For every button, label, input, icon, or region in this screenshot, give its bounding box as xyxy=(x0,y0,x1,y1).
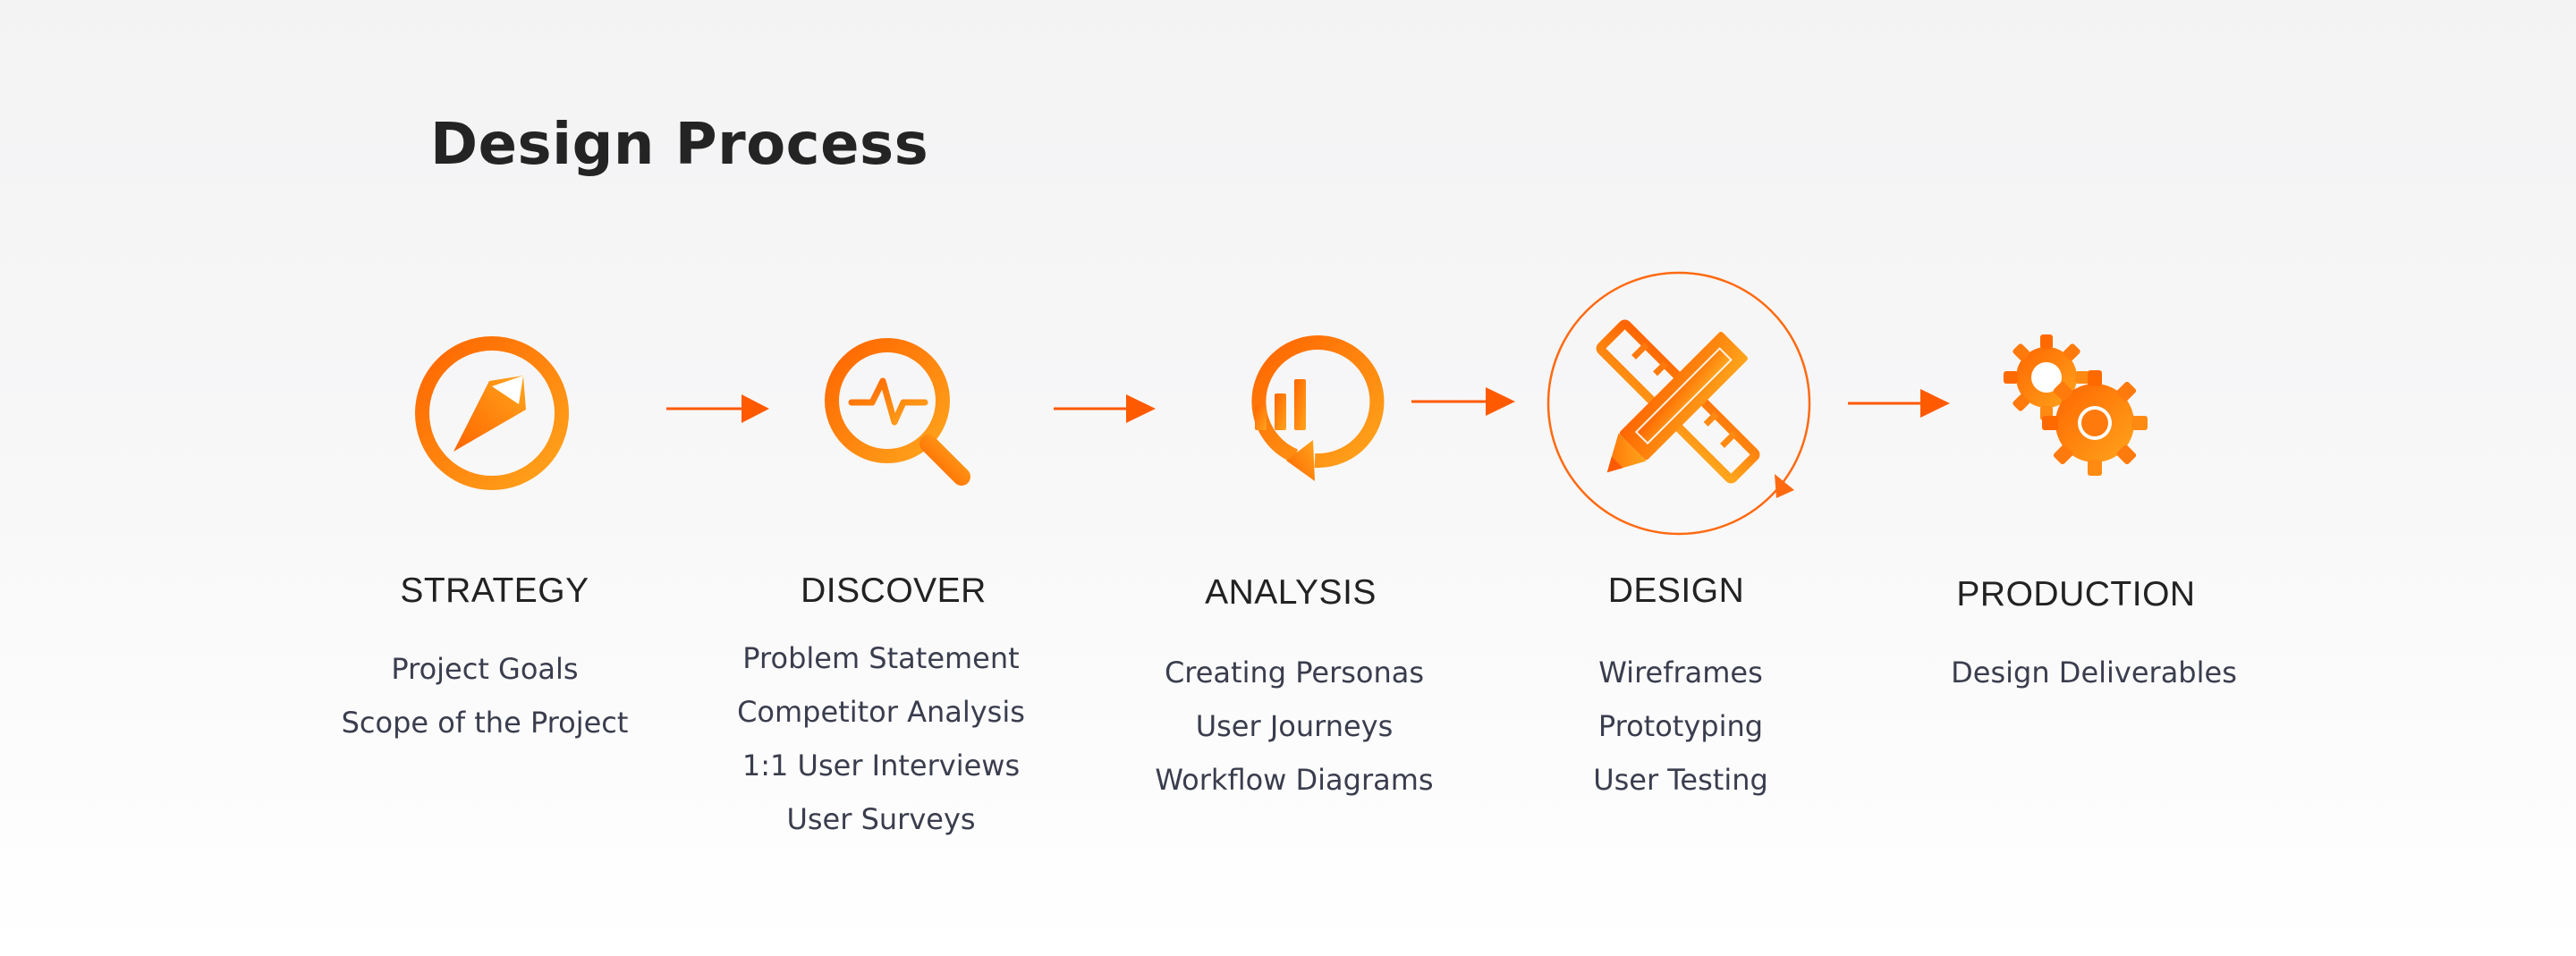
stage-items-analysis: Creating Personas User Journeys Workflow… xyxy=(1062,646,1527,807)
stage-heading-production: PRODUCTION xyxy=(1956,575,2196,613)
flow-arrow xyxy=(1411,387,1515,416)
stage-items-strategy: Project Goals Scope of the Project xyxy=(252,642,717,749)
list-item: Creating Personas xyxy=(1164,656,1425,690)
list-item: Competitor Analysis xyxy=(737,695,1025,729)
list-item: Scope of the Project xyxy=(341,706,629,740)
page-title: Design Process xyxy=(430,112,929,178)
list-item: Project Goals xyxy=(391,652,579,686)
gears-icon xyxy=(2004,334,2148,476)
list-item: Workflow Diagrams xyxy=(1155,763,1434,797)
flow-arrow xyxy=(1848,389,1950,418)
stage-heading-discover: DISCOVER xyxy=(801,571,987,610)
list-item: Prototyping xyxy=(1597,709,1764,743)
chart-refresh-icon xyxy=(1251,335,1385,481)
list-item: Design Deliverables xyxy=(1951,656,2237,690)
list-item: User Journeys xyxy=(1195,709,1394,743)
list-item: User Testing xyxy=(1593,763,1768,797)
stage-items-discover: Problem Statement Competitor Analysis 1:… xyxy=(648,631,1114,846)
stage-heading-analysis: ANALYSIS xyxy=(1205,573,1377,612)
list-item: User Surveys xyxy=(786,802,976,836)
stage-items-design: Wireframes Prototyping User Testing xyxy=(1448,646,1913,807)
flow-arrow xyxy=(666,394,769,423)
stage-heading-strategy: STRATEGY xyxy=(400,571,589,610)
stage-items-production: Design Deliverables xyxy=(1861,646,2326,699)
list-item: 1:1 User Interviews xyxy=(741,749,1021,783)
flow-arrow xyxy=(1054,394,1156,423)
pencil-ruler-icon xyxy=(1546,271,1811,536)
compass-icon xyxy=(415,336,569,490)
list-item: Wireframes xyxy=(1598,656,1763,690)
list-item: Problem Statement xyxy=(742,641,1020,675)
stage-heading-design: DESIGN xyxy=(1607,571,1745,610)
magnifier-pulse-icon xyxy=(825,338,970,486)
